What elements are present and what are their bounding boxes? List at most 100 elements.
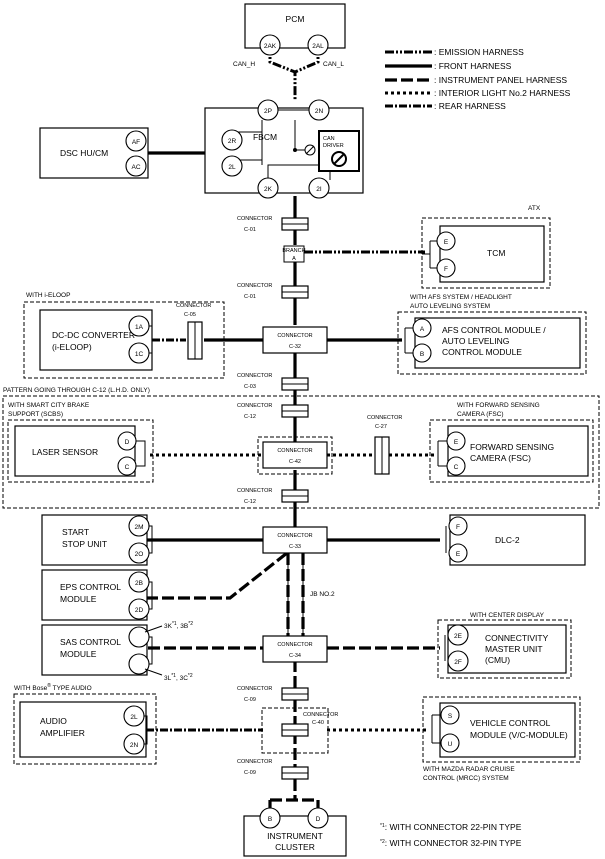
sas-3k-label: 3K*1, 3B*2 <box>164 621 193 630</box>
svg-text:C-05: C-05 <box>184 312 196 318</box>
svg-text:F: F <box>456 524 460 531</box>
svg-text:E: E <box>454 439 459 446</box>
svg-text:AF: AF <box>132 139 140 146</box>
afs-header-2: AUTO LEVELING SYSTEM <box>410 303 490 310</box>
svg-text:C-27: C-27 <box>375 424 387 430</box>
svg-text:C-42: C-42 <box>289 459 301 465</box>
svg-text:D: D <box>125 439 130 446</box>
svg-text:B: B <box>420 351 424 358</box>
svg-text:CONNECTOR: CONNECTOR <box>237 686 272 692</box>
can-l-label: CAN_L <box>323 61 344 68</box>
jb-label: JB NO.2 <box>310 591 335 598</box>
lhd-pattern-region: PATTERN GOING THROUGH C-12 (L.H.D. ONLY)… <box>2 387 600 509</box>
svg-text:2N: 2N <box>130 742 139 749</box>
eps-group: EPS CONTROL MODULE 2B 2D <box>41 569 153 621</box>
can-h-label: CAN_H <box>233 61 255 68</box>
svg-text:CONNECTOR: CONNECTOR <box>367 415 402 421</box>
svg-text:2AK: 2AK <box>264 43 277 50</box>
svg-text:C-09: C-09 <box>244 770 256 776</box>
svg-text:S: S <box>448 713 453 720</box>
fsc-header-1: WITH FORWARD SENSING <box>457 402 540 409</box>
fbcm-label: FBCM <box>253 132 277 142</box>
legend-interior: : INTERIOR LIGHT No.2 HARNESS <box>434 88 571 98</box>
svg-text:2K: 2K <box>264 186 273 193</box>
svg-text:CONNECTOR: CONNECTOR <box>237 283 272 289</box>
svg-text:2M: 2M <box>134 524 143 531</box>
pattern-header: PATTERN GOING THROUGH C-12 (L.H.D. ONLY) <box>3 387 150 394</box>
afs-label-1: AFS CONTROL MODULE / <box>442 325 546 335</box>
branch-a-label: A <box>292 256 296 262</box>
branch-wires <box>146 151 440 732</box>
svg-text:2O: 2O <box>135 551 144 558</box>
legend-instrument: : INSTRUMENT PANEL HARNESS <box>434 75 567 85</box>
vcm-label-1: VEHICLE CONTROL <box>470 718 551 728</box>
svg-text:C-40: C-40 <box>312 720 324 726</box>
connector-c33: CONNECTOR C-33 <box>262 526 328 554</box>
svg-text:CONNECTOR: CONNECTOR <box>237 759 272 765</box>
svg-text:2I: 2I <box>316 186 322 193</box>
svg-text:CONNECTOR: CONNECTOR <box>303 712 338 718</box>
svg-text:U: U <box>448 741 453 748</box>
branch-label: BRANCH <box>282 248 305 254</box>
svg-text:C: C <box>125 464 130 471</box>
svg-text:2L: 2L <box>130 714 138 721</box>
svg-text:1C: 1C <box>135 351 144 358</box>
svg-text:2F: 2F <box>454 659 462 666</box>
can-driver-label-2: DRIVER <box>323 143 344 149</box>
svg-text:C-33: C-33 <box>289 544 301 550</box>
svg-text:CONNECTOR: CONNECTOR <box>277 533 312 539</box>
legend: : EMISSION HARNESS : FRONT HARNESS : INS… <box>385 47 571 111</box>
tcm-label: TCM <box>487 248 505 258</box>
laser-label: LASER SENSOR <box>32 447 98 457</box>
audio-label-2: AMPLIFIER <box>40 728 85 738</box>
mrcc-header-1: WITH MAZDA RADAR CRUISE <box>423 766 515 773</box>
sas-3l-label: 3L*1, 3C*2 <box>164 673 193 682</box>
svg-text:CONNECTOR: CONNECTOR <box>237 373 272 379</box>
svg-text:C: C <box>454 464 459 471</box>
svg-text:E: E <box>444 239 449 246</box>
cluster-label-2: CLUSTER <box>275 842 315 852</box>
svg-text:AC: AC <box>131 164 140 171</box>
can-driver-label-1: CAN <box>323 136 335 142</box>
afs-label-2: AUTO LEVELING <box>442 336 509 346</box>
vcm-group: VEHICLE CONTROL MODULE (V/C-MODULE) S U … <box>422 696 581 782</box>
svg-text:B: B <box>268 816 272 823</box>
connector-c32: CONNECTOR C-32 <box>262 326 328 354</box>
eps-label-2: MODULE <box>60 594 97 604</box>
fsc-label-2: CAMERA (FSC) <box>470 453 531 463</box>
footnote-2: *2: WITH CONNECTOR 32-PIN TYPE <box>380 838 522 848</box>
connector-c09-lower: CONNECTOR C-09 <box>237 759 309 780</box>
svg-text:C-01: C-01 <box>244 227 256 233</box>
dcdc-label-2: (i-ELOOP) <box>52 342 92 352</box>
audio-group: WITH Bose® TYPE AUDIO AUDIO AMPLIFIER 2L… <box>13 682 157 765</box>
svg-text:E: E <box>456 551 461 558</box>
afs-label-3: CONTROL MODULE <box>442 347 522 357</box>
dsc-label: DSC HU/CM <box>60 148 108 158</box>
connector-c40: CONNECTOR C-40 <box>261 707 338 754</box>
svg-text:C-09: C-09 <box>244 697 256 703</box>
connector-c09-upper: CONNECTOR C-09 <box>237 686 309 703</box>
atx-label: ATX <box>528 205 541 212</box>
svg-text:CONNECTOR: CONNECTOR <box>277 448 312 454</box>
svg-text:2P: 2P <box>264 108 272 115</box>
svg-text:2AL: 2AL <box>312 43 324 50</box>
svg-text:C-03: C-03 <box>244 384 256 390</box>
start-stop-label-1: START <box>62 527 89 537</box>
dlc-label: DLC-2 <box>495 535 520 545</box>
mrcc-header-2: CONTROL (MRCC) SYSTEM <box>423 775 509 782</box>
svg-text:CONNECTOR: CONNECTOR <box>237 403 272 409</box>
legend-front: : FRONT HARNESS <box>434 61 512 71</box>
afs-header-1: WITH AFS SYSTEM / HEADLIGHT <box>410 294 512 301</box>
bose-header: WITH Bose® TYPE AUDIO <box>14 682 92 692</box>
start-stop-group: START STOP UNIT 2M 2O <box>41 514 153 566</box>
svg-text:2B: 2B <box>135 580 143 587</box>
footnote-1: *1: WITH CONNECTOR 22-PIN TYPE <box>380 822 522 832</box>
pcm-module: PCM 2AK 2AL CAN_H CAN_L <box>233 3 346 68</box>
cmu-label-3: (CMU) <box>485 655 510 665</box>
dsc-module: DSC HU/CM AF AC <box>39 127 149 179</box>
connector-c01-upper: CONNECTOR C-01 BRANCH A CONNECTOR C-01 <box>237 216 309 300</box>
sas-group: SAS CONTROL MODULE 3K*1, 3B*2 3L*1, 3C*2 <box>41 621 193 682</box>
svg-text:C-34: C-34 <box>289 653 301 659</box>
afs-group: WITH AFS SYSTEM / HEADLIGHT AUTO LEVELIN… <box>397 294 587 375</box>
vcm-label-2: MODULE (V/C-MODULE) <box>470 730 568 740</box>
